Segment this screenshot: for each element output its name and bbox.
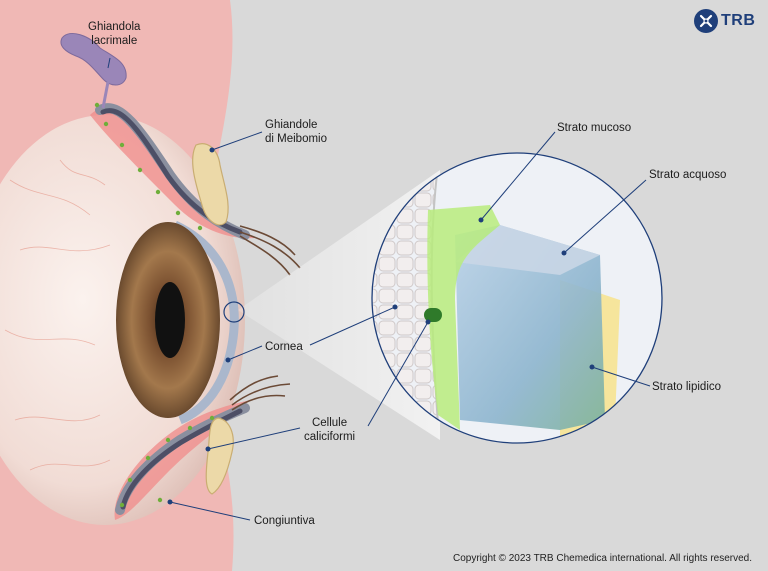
label-goblet-line2: caliciformi xyxy=(304,431,356,443)
lower-meibomian-gland xyxy=(205,417,234,495)
leader-dots xyxy=(167,147,595,505)
aqueous-layer xyxy=(455,225,605,430)
label-aqueous-layer: Strato acquoso xyxy=(649,169,727,181)
label-lacrimal-gland: Ghiandola lacrimale xyxy=(88,20,140,48)
goblet-cell xyxy=(424,308,442,322)
logo-text: TRB xyxy=(721,12,756,29)
blood-vessels xyxy=(4,159,111,471)
goblet-cell-dots xyxy=(94,102,215,508)
label-goblet-line1: Cellule xyxy=(311,417,348,429)
trb-logo: TRB xyxy=(694,9,755,33)
copyright-notice: Copyright © 2023 TRB Chemedica internati… xyxy=(453,553,752,564)
upper-meibomian-gland xyxy=(192,143,229,226)
label-lipid-layer: Strato lipidico xyxy=(652,381,722,393)
eyelashes xyxy=(229,225,301,411)
label-goblet-cells: Cellule caliciformi xyxy=(304,416,355,444)
label-lacrimal-gland-line2: lacrimale xyxy=(91,35,138,47)
pupil xyxy=(155,282,185,358)
leader-lines xyxy=(107,57,651,521)
label-meibomian-glands: Ghiandole di Meibomio xyxy=(265,118,327,146)
label-lacrimal-gland-line1: Ghiandola xyxy=(88,21,141,33)
cornea-shape xyxy=(173,220,239,425)
brand-mark-icon xyxy=(694,9,718,33)
label-mucous-layer: Strato mucoso xyxy=(557,122,632,134)
lacrimal-gland-shape xyxy=(60,33,127,86)
mucous-layer xyxy=(427,205,500,430)
zoom-origin-ring xyxy=(223,301,245,323)
label-conjunctiva: Congiuntiva xyxy=(254,515,315,527)
label-cornea: Cornea xyxy=(265,341,303,353)
label-meibomian-line2: di Meibomio xyxy=(265,133,327,145)
label-meibomian-line1: Ghiandole xyxy=(265,119,318,131)
